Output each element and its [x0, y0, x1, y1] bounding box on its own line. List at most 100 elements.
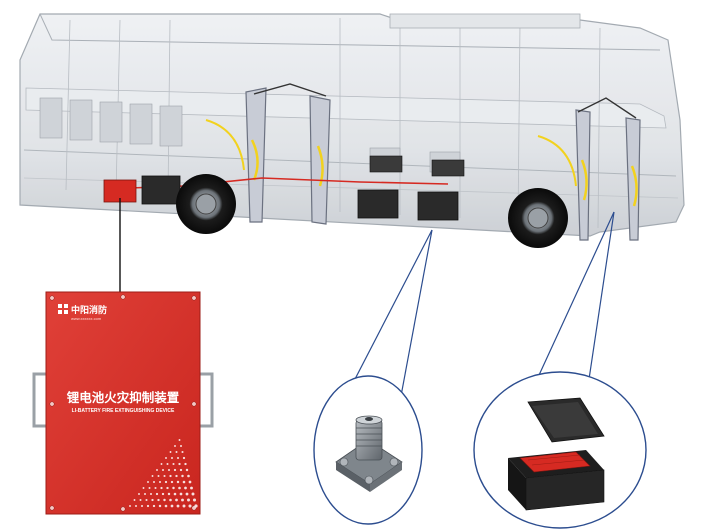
decor-dot — [144, 493, 146, 495]
decor-dot — [158, 504, 162, 508]
decor-dot — [191, 492, 195, 496]
decor-dot — [174, 445, 176, 447]
fire-suppression-nozzle-icon — [335, 415, 403, 492]
decor-dot — [175, 451, 178, 453]
decor-dot — [152, 504, 156, 508]
decor-dot — [170, 504, 174, 508]
decor-dot — [170, 480, 174, 484]
decor-dot — [158, 480, 162, 484]
fire-suppression-device: 中阳消防 www.xxxxxx.com 锂电池火灾抑制装置 LI-BATTERY… — [32, 291, 214, 515]
decor-dot — [129, 505, 131, 507]
decor-dot — [176, 480, 180, 484]
decor-dot — [185, 492, 189, 496]
detector-callout — [473, 371, 647, 529]
decor-dot — [181, 498, 184, 502]
decor-dot — [148, 487, 151, 489]
decor-dot — [164, 480, 168, 484]
decor-dot — [175, 498, 178, 502]
roof-unit — [389, 13, 581, 29]
decor-dot — [190, 486, 193, 490]
decor-dot — [167, 492, 171, 496]
decor-dot — [146, 504, 150, 508]
device-panel — [45, 291, 201, 515]
decor-dot — [157, 498, 160, 502]
detector-callout-lines — [533, 211, 615, 387]
brand-logo-icon — [58, 304, 68, 314]
decor-dot — [169, 474, 172, 478]
decor-dot — [156, 469, 158, 471]
device-title-en: LI-BATTERY FIRE EXTINGUISHING DEVICE — [72, 408, 175, 414]
decor-dot — [154, 486, 157, 490]
decor-dot — [172, 486, 175, 490]
decor-dot — [142, 487, 145, 489]
brand-website: www.xxxxxx.com — [71, 316, 102, 321]
decor-dot — [169, 498, 172, 502]
decor-dot — [179, 492, 183, 496]
decor-dot — [180, 445, 182, 447]
decor-dot — [181, 450, 184, 454]
nozzle-callout — [313, 375, 423, 525]
decor-dot — [184, 462, 187, 466]
decor-dot — [155, 492, 159, 496]
decor-dot — [187, 474, 190, 478]
decor-dot — [188, 480, 192, 484]
decor-dot — [171, 457, 173, 459]
decor-dot — [178, 486, 181, 490]
decor-dot — [157, 475, 160, 477]
decor-dot — [182, 480, 186, 484]
decor-dot — [151, 498, 154, 502]
decor-dot — [163, 474, 166, 478]
decor-dot — [138, 493, 140, 495]
decor-dot — [162, 469, 164, 471]
front-wheel — [508, 188, 568, 248]
decor-dot — [135, 505, 137, 507]
decor-dot — [161, 492, 165, 496]
bus-illustration — [19, 13, 685, 248]
decor-dot — [133, 499, 136, 501]
decor-dot — [187, 498, 190, 502]
decor-dot — [140, 504, 144, 508]
bus-body — [19, 13, 685, 237]
decor-dot — [178, 439, 181, 441]
decor-dot — [160, 486, 163, 490]
decor-dot — [153, 481, 155, 483]
decor-dot — [173, 492, 177, 496]
decor-dot — [165, 457, 167, 459]
decor-dot — [172, 462, 175, 466]
decor-dot — [182, 456, 186, 460]
decor-dot — [169, 451, 172, 453]
battery-box-detector-icon — [508, 397, 605, 511]
decor-dot — [188, 504, 192, 508]
rear-battery-packs — [103, 175, 181, 205]
decor-dot — [167, 468, 171, 472]
device-title-cn: 锂电池火灾抑制装置 — [67, 390, 180, 405]
brand-name: 中阳消防 — [71, 304, 107, 316]
decor-dot — [192, 498, 197, 502]
rear-door — [575, 97, 641, 241]
decor-dot — [139, 499, 142, 501]
decor-dot — [166, 463, 169, 465]
decor-dot — [166, 486, 169, 490]
decor-dot — [178, 462, 181, 466]
decor-dot — [176, 504, 180, 508]
decor-dot — [179, 468, 183, 472]
decor-dot — [163, 498, 166, 502]
decor-dot — [173, 468, 177, 472]
decor-dot — [184, 486, 187, 490]
device-dot-pattern — [129, 439, 198, 508]
decor-dot — [182, 504, 186, 508]
decor-dot — [185, 468, 189, 472]
decor-dot — [194, 504, 198, 508]
decor-dot — [176, 456, 180, 460]
decor-dot — [160, 463, 163, 465]
decor-dot — [145, 498, 148, 502]
decor-dot — [181, 474, 184, 478]
decor-dot — [175, 474, 178, 478]
decor-dot — [151, 475, 154, 477]
rear-wheel — [176, 174, 236, 234]
decor-dot — [164, 504, 168, 508]
bus-window-band — [25, 87, 667, 129]
decor-dot — [149, 492, 153, 496]
middle-battery-packs — [357, 155, 465, 221]
